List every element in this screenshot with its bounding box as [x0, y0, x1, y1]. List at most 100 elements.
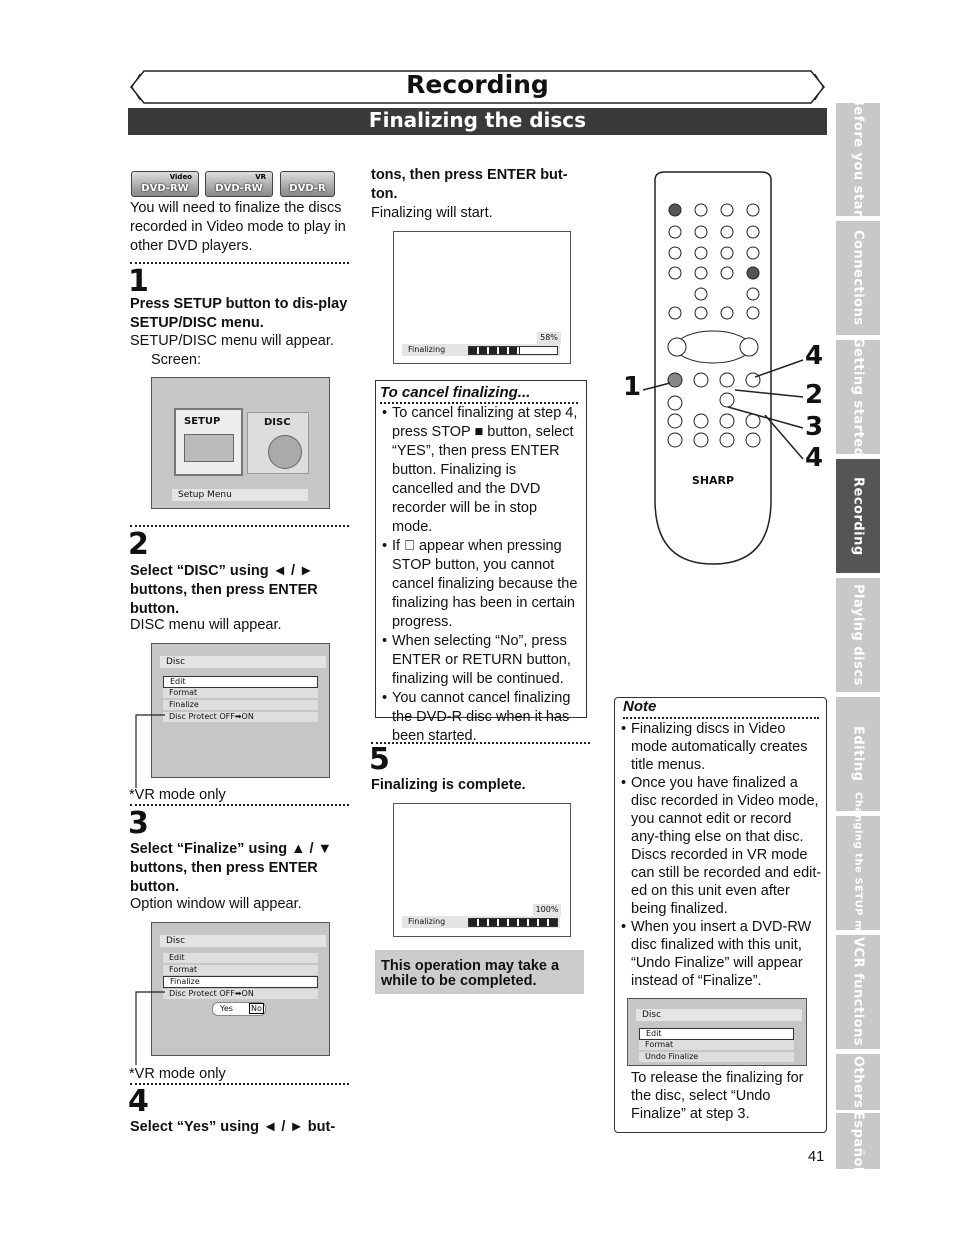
- side-tab-before-you-start[interactable]: Before you start: [836, 96, 880, 223]
- note-bullet: •Once you have finalized a disc recorded…: [621, 775, 822, 917]
- menu-title: Disc: [160, 656, 326, 668]
- callout-lines: [642, 359, 804, 460]
- step-number: 1: [128, 264, 149, 299]
- menu-item-format[interactable]: Format: [163, 688, 318, 698]
- side-tab-label: Before you start: [850, 95, 866, 224]
- operation-note-text: This operation may take a while to be co…: [381, 958, 560, 989]
- callout-2: 2: [805, 380, 824, 410]
- side-tab-others[interactable]: Others: [836, 1054, 880, 1110]
- divider: [130, 262, 349, 264]
- step4-text: Finalizing will start.: [371, 205, 493, 221]
- logo-label: DVD-R: [289, 183, 326, 194]
- dvd-r-logo: DVD-R: [280, 171, 335, 197]
- step-number: 5: [369, 742, 390, 777]
- dvd-rw-video-logo: Video DVD-RW: [131, 171, 199, 197]
- divider: [380, 402, 578, 404]
- logo-sub: VR: [255, 173, 266, 181]
- vr-footnote: *VR mode only: [129, 786, 226, 805]
- side-tab-label: VCR functions: [850, 937, 866, 1047]
- logo-sub: Video: [169, 173, 192, 181]
- callout-1: 1: [623, 372, 642, 402]
- page-title: Recording: [406, 70, 549, 99]
- menu-item-finalize[interactable]: Finalize: [163, 976, 318, 988]
- remote-control: SHARP: [654, 171, 772, 565]
- bullet-text: Once you have finalized a disc recorded …: [631, 775, 822, 917]
- operation-note-box: This operation may take a while to be co…: [375, 950, 584, 994]
- release-text: To release the finalizing for the disc, …: [631, 1070, 804, 1122]
- divider: [130, 804, 349, 806]
- step-number: 4: [128, 1084, 149, 1119]
- cancel-bullet: •You cannot cancel finalizing the DVD-R …: [382, 689, 578, 746]
- side-tab-recording[interactable]: Recording: [836, 459, 880, 573]
- menu-item-disc-protect[interactable]: Disc Protect OFF➡ON: [163, 989, 318, 999]
- page-number: 41: [808, 1149, 825, 1165]
- note-title: Note: [623, 698, 657, 715]
- step1-heading: Press SETUP button to dis-play SETUP/DIS…: [130, 296, 348, 331]
- step3-heading: Select “Finalize” using ▲ / ▼ buttons, t…: [130, 841, 332, 895]
- remote-brand: SHARP: [692, 474, 734, 487]
- logo-label: DVD-RW: [141, 183, 189, 194]
- finalizing-label: Finalizing: [408, 917, 446, 926]
- cancel-bullet: •To cancel finalizing at step 4, press S…: [382, 405, 578, 535]
- cancel-list: •To cancel finalizing at step 4, press S…: [382, 404, 578, 746]
- progress-row: Finalizing: [402, 344, 560, 356]
- menu-item-format[interactable]: Format: [163, 965, 318, 975]
- progress-fill: [469, 919, 557, 926]
- side-tab-changing-setup[interactable]: Changing the SETUP menu: [836, 792, 880, 954]
- side-tab-getting-started[interactable]: Getting started: [836, 337, 880, 457]
- cancel-bullet: •If ⃠ appear when pressing STOP button, …: [382, 538, 578, 630]
- vr-callout-line: [135, 714, 165, 788]
- callout-4: 4: [805, 341, 824, 371]
- side-tab-vcr-functions[interactable]: VCR functions: [836, 935, 880, 1049]
- finalizing-100-screen: 100% Finalizing: [393, 803, 571, 937]
- percent-label: 100%: [533, 904, 561, 916]
- bullet-text: If ⃠ appear when pressing STOP button, y…: [392, 538, 578, 630]
- yes-no-dialog: Yes No: [212, 1002, 266, 1016]
- setup-menu-screen: SETUP DISC Setup Menu: [151, 377, 330, 509]
- step4-heading-a: Select “Yes” using ◄ / ► but-: [130, 1119, 336, 1135]
- yes-option[interactable]: Yes: [220, 1004, 233, 1013]
- asterisk: *: [129, 787, 135, 803]
- step5-heading: Finalizing is complete.: [371, 777, 526, 793]
- menu-item-disc-protect[interactable]: Disc Protect OFF➡ON: [163, 712, 318, 722]
- progress-fill: [469, 347, 521, 354]
- menu-item-undo-finalize[interactable]: Undo Finalize: [639, 1052, 794, 1062]
- menu-title: Disc: [636, 1009, 802, 1021]
- side-tab-playing-discs[interactable]: Playing discs: [836, 578, 880, 692]
- menu-item-edit[interactable]: Edit: [163, 676, 318, 688]
- footnote-text: VR mode only: [134, 1066, 226, 1082]
- side-tab-label: Connections: [850, 230, 866, 326]
- menu-item-edit[interactable]: Edit: [163, 953, 318, 963]
- intro-text: You will need to finalize the discs reco…: [130, 200, 346, 254]
- setup-icon[interactable]: SETUP: [174, 408, 243, 476]
- side-tab-editing[interactable]: Editing: [836, 697, 880, 811]
- side-tab-label: Others: [850, 1055, 866, 1109]
- cancel-bullet: •When selecting “No”, press ENTER or RET…: [382, 632, 578, 689]
- divider: [130, 1083, 349, 1085]
- bullet-text: You cannot cancel finalizing the DVD-R d…: [392, 690, 571, 744]
- side-tab-label: Español: [850, 1110, 866, 1172]
- divider: [130, 525, 349, 527]
- divider: [371, 742, 590, 744]
- step2-text: DISC menu will appear.: [130, 617, 282, 633]
- step-number: 3: [128, 806, 149, 841]
- asterisk: *: [129, 1066, 135, 1082]
- side-tab-label: Editing: [850, 726, 866, 782]
- menu-item-edit[interactable]: Edit: [639, 1028, 794, 1040]
- no-option[interactable]: No: [249, 1003, 264, 1014]
- note-bullet: •Finalizing discs in Video mode automati…: [621, 720, 823, 774]
- finalizing-58-screen: 58% Finalizing: [393, 231, 571, 364]
- bullet-text: To cancel finalizing at step 4, press ST…: [392, 405, 578, 535]
- menu-item-finalize[interactable]: Finalize: [163, 700, 318, 710]
- title-banner-frame: [130, 70, 825, 104]
- vr-footnote: *VR mode only: [129, 1065, 226, 1084]
- disc-icon[interactable]: DISC: [247, 412, 309, 474]
- option-window-screen: Disc Edit Format Finalize Disc Protect O…: [151, 922, 330, 1056]
- progress-bar: [468, 918, 558, 927]
- side-tab-label: Changing the SETUP menu: [852, 792, 864, 954]
- progress-row: Finalizing: [402, 916, 560, 928]
- step-number: 2: [128, 527, 149, 562]
- menu-item-format[interactable]: Format: [639, 1040, 794, 1050]
- side-tab-espanol[interactable]: Español: [836, 1110, 880, 1172]
- side-tab-connections[interactable]: Connections: [836, 221, 880, 335]
